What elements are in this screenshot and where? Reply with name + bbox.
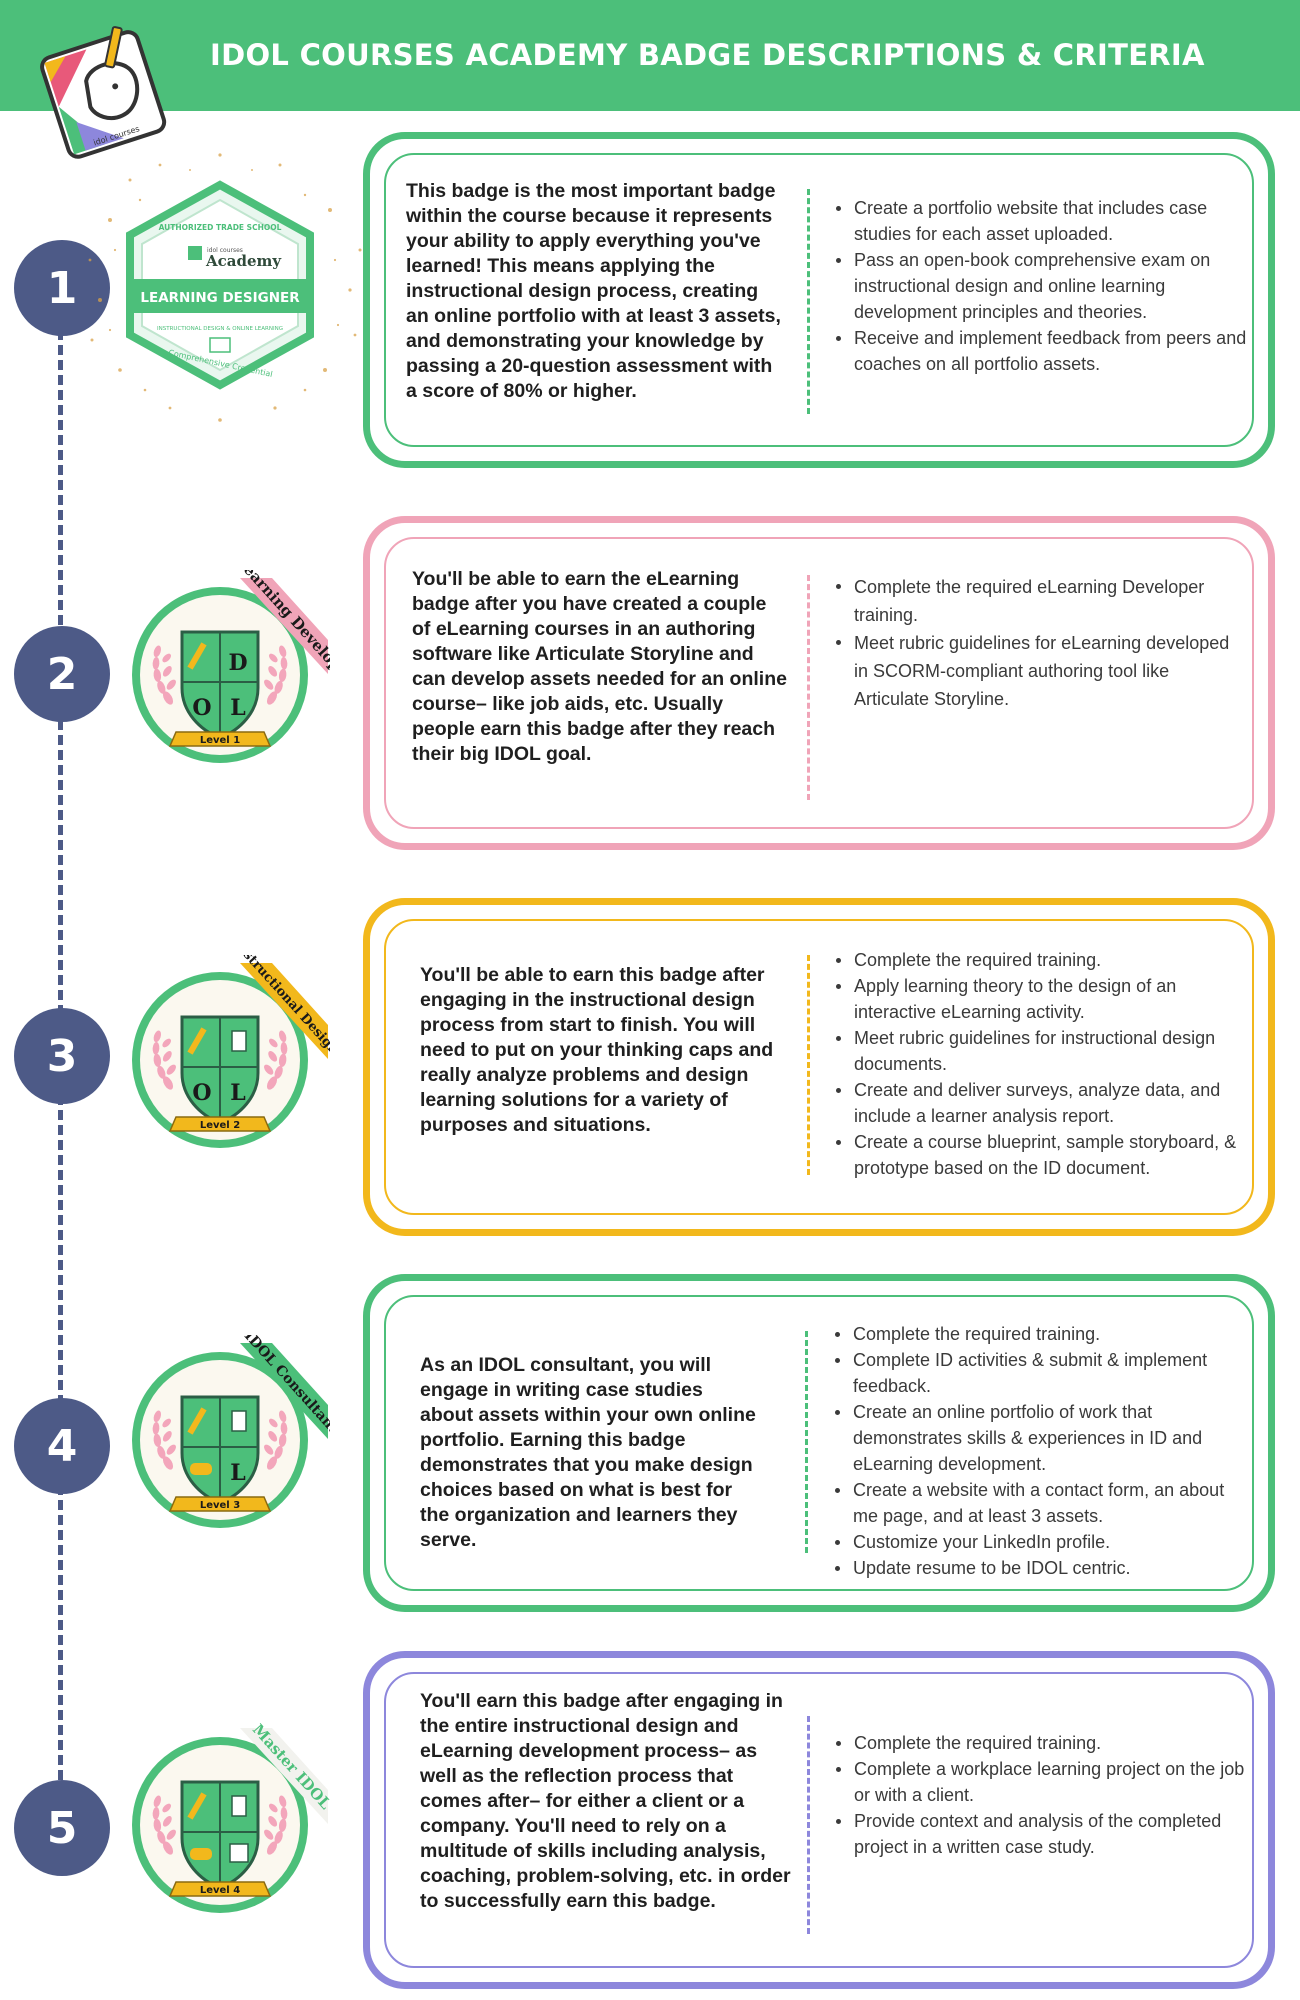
criteria-item: Create a course blueprint, sample storyb… <box>832 1129 1252 1181</box>
card-divider <box>807 575 810 800</box>
criteria-item: Receive and implement feedback from peer… <box>832 325 1252 377</box>
step-number-5: 5 <box>14 1780 110 1876</box>
criteria-item: Pass an open-book comprehensive exam on … <box>832 247 1252 325</box>
badge-brand: Academy <box>205 252 282 270</box>
criteria-item: Customize your LinkedIn profile. <box>831 1529 1251 1555</box>
card-outer-border: You'll be able to earn the eLearning bad… <box>363 516 1275 850</box>
criteria-item: Complete the required training. <box>832 947 1252 973</box>
idol-courses-logo: idol courses <box>40 26 167 159</box>
badge-letter-l: L <box>230 1460 245 1486</box>
badge-top-text: AUTHORIZED TRADE SCHOOL <box>159 223 282 232</box>
card-divider <box>807 189 810 414</box>
badge-level: Level 3 <box>200 1500 240 1511</box>
badge-description: You'll be able to earn this badge after … <box>420 964 774 1136</box>
badge-level: Level 2 <box>200 1120 240 1131</box>
card-divider <box>805 1331 808 1553</box>
card-inner-border <box>384 919 1254 1215</box>
criteria-list: Complete the required training. Complete… <box>832 1730 1252 1860</box>
instructional-designer-badge: O L Level 2 Instructional Designer <box>132 955 330 1148</box>
criteria-item: Apply learning theory to the design of a… <box>832 973 1252 1025</box>
card-inner-border <box>384 1295 1254 1591</box>
step-number-4: 4 <box>14 1398 110 1494</box>
criteria-item: Meet rubric guidelines for instructional… <box>832 1025 1252 1077</box>
card-outer-border: You'll earn this badge after engaging in… <box>363 1651 1275 1989</box>
criteria-item: Provide context and analysis of the comp… <box>832 1808 1252 1860</box>
badge-description: This badge is the most important badge w… <box>406 180 781 402</box>
criteria-item: Create and deliver surveys, analyze data… <box>832 1077 1252 1129</box>
card-inner-border <box>384 1672 1254 1968</box>
learning-designer-badge: AUTHORIZED TRADE SCHOOL idol courses Aca… <box>88 153 362 422</box>
card-inner-border <box>384 537 1254 829</box>
badge-letter-l: L <box>230 695 245 721</box>
idol-consultant-badge: L Level 3 IDOL Consultant <box>132 1335 330 1528</box>
criteria-item: Complete a workplace learning project on… <box>832 1756 1252 1808</box>
badge-level: Level 4 <box>200 1885 240 1896</box>
criteria-item: Meet rubric guidelines for eLearning dev… <box>832 629 1242 713</box>
criteria-list: Complete the required training. Apply le… <box>832 947 1252 1181</box>
badge-letter-o: O <box>192 695 211 721</box>
card-outer-border: You'll be able to earn this badge after … <box>363 898 1275 1236</box>
criteria-list: Complete the required training. Complete… <box>831 1321 1251 1581</box>
badge-letter-d: D <box>228 650 247 676</box>
card-divider <box>807 1716 810 1934</box>
criteria-list: Complete the required eLearning Develope… <box>832 573 1242 713</box>
page-title: IDOL COURSES ACADEMY BADGE DESCRIPTIONS … <box>210 38 1205 72</box>
header-bar: IDOL COURSES ACADEMY BADGE DESCRIPTIONS … <box>0 0 1300 111</box>
elearning-developer-badge: D O L Level 1 eLearning Developer <box>132 570 330 763</box>
criteria-item: Create a website with a contact form, an… <box>831 1477 1251 1529</box>
card-inner-border <box>384 153 1254 447</box>
step-number-1: 1 <box>14 240 110 336</box>
card-outer-border: As an IDOL consultant, you will engage i… <box>363 1274 1275 1612</box>
step-number-2: 2 <box>14 626 110 722</box>
badge-brand-small: idol courses <box>207 247 243 254</box>
master-idol-badge: Level 4 Master IDOL <box>132 1720 330 1913</box>
badge-level: Level 1 <box>200 735 240 746</box>
criteria-item: Complete the required training. <box>831 1321 1251 1347</box>
criteria-item: Complete the required training. <box>832 1730 1252 1756</box>
criteria-item: Create an online portfolio of work that … <box>831 1399 1251 1477</box>
card-divider <box>807 955 810 1175</box>
badge-description: You'll be able to earn the eLearning bad… <box>412 568 787 765</box>
criteria-item: Create a portfolio website that includes… <box>832 195 1252 247</box>
badge-letter-o: O <box>192 1080 211 1106</box>
badge-description: As an IDOL consultant, you will engage i… <box>420 1354 756 1551</box>
badge-sub-text: INSTRUCTIONAL DESIGN & ONLINE LEARNING <box>157 326 283 332</box>
criteria-item: Complete the required eLearning Develope… <box>832 573 1242 629</box>
badge-banner: LEARNING DESIGNER <box>140 290 300 306</box>
step-number-3: 3 <box>14 1008 110 1104</box>
criteria-item: Update resume to be IDOL centric. <box>831 1555 1251 1581</box>
card-outer-border: This badge is the most important badge w… <box>363 132 1275 468</box>
badge-letter-l: L <box>230 1080 245 1106</box>
criteria-item: Complete ID activities & submit & implem… <box>831 1347 1251 1399</box>
badge-description: You'll earn this badge after engaging in… <box>420 1690 791 1912</box>
criteria-list: Create a portfolio website that includes… <box>832 195 1252 377</box>
